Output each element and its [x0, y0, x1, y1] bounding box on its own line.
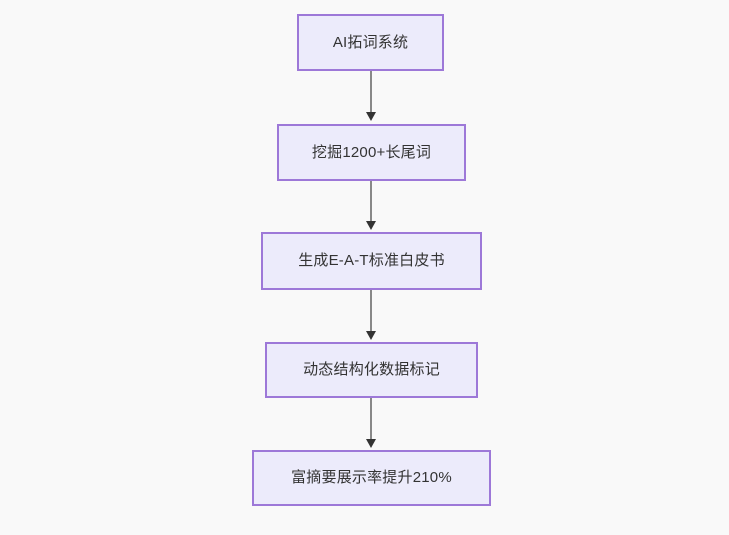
flow-node-ai-keyword-system[interactable]: AI拓词系统 [297, 14, 444, 71]
flow-node-structured-data-markup[interactable]: 动态结构化数据标记 [265, 342, 478, 398]
edge-n4-n5 [370, 398, 372, 441]
flow-node-label: AI拓词系统 [332, 33, 409, 51]
arrowhead-n1-n2 [366, 112, 376, 121]
flow-node-label: 挖掘1200+长尾词 [311, 143, 432, 161]
edge-n1-n2 [370, 71, 372, 115]
edge-n2-n3 [370, 181, 372, 223]
flow-node-longtail-mining[interactable]: 挖掘1200+长尾词 [277, 124, 466, 181]
flow-node-rich-snippet-result[interactable]: 富摘要展示率提升210% [252, 450, 491, 506]
edge-n3-n4 [370, 290, 372, 333]
arrowhead-n2-n3 [366, 221, 376, 230]
flow-node-eat-whitepaper[interactable]: 生成E-A-T标准白皮书 [261, 232, 482, 290]
flow-node-label: 动态结构化数据标记 [303, 361, 440, 378]
arrowhead-n4-n5 [366, 439, 376, 448]
flow-node-label: 生成E-A-T标准白皮书 [298, 252, 445, 269]
arrowhead-n3-n4 [366, 331, 376, 340]
flow-node-label: 富摘要展示率提升210% [291, 469, 452, 486]
